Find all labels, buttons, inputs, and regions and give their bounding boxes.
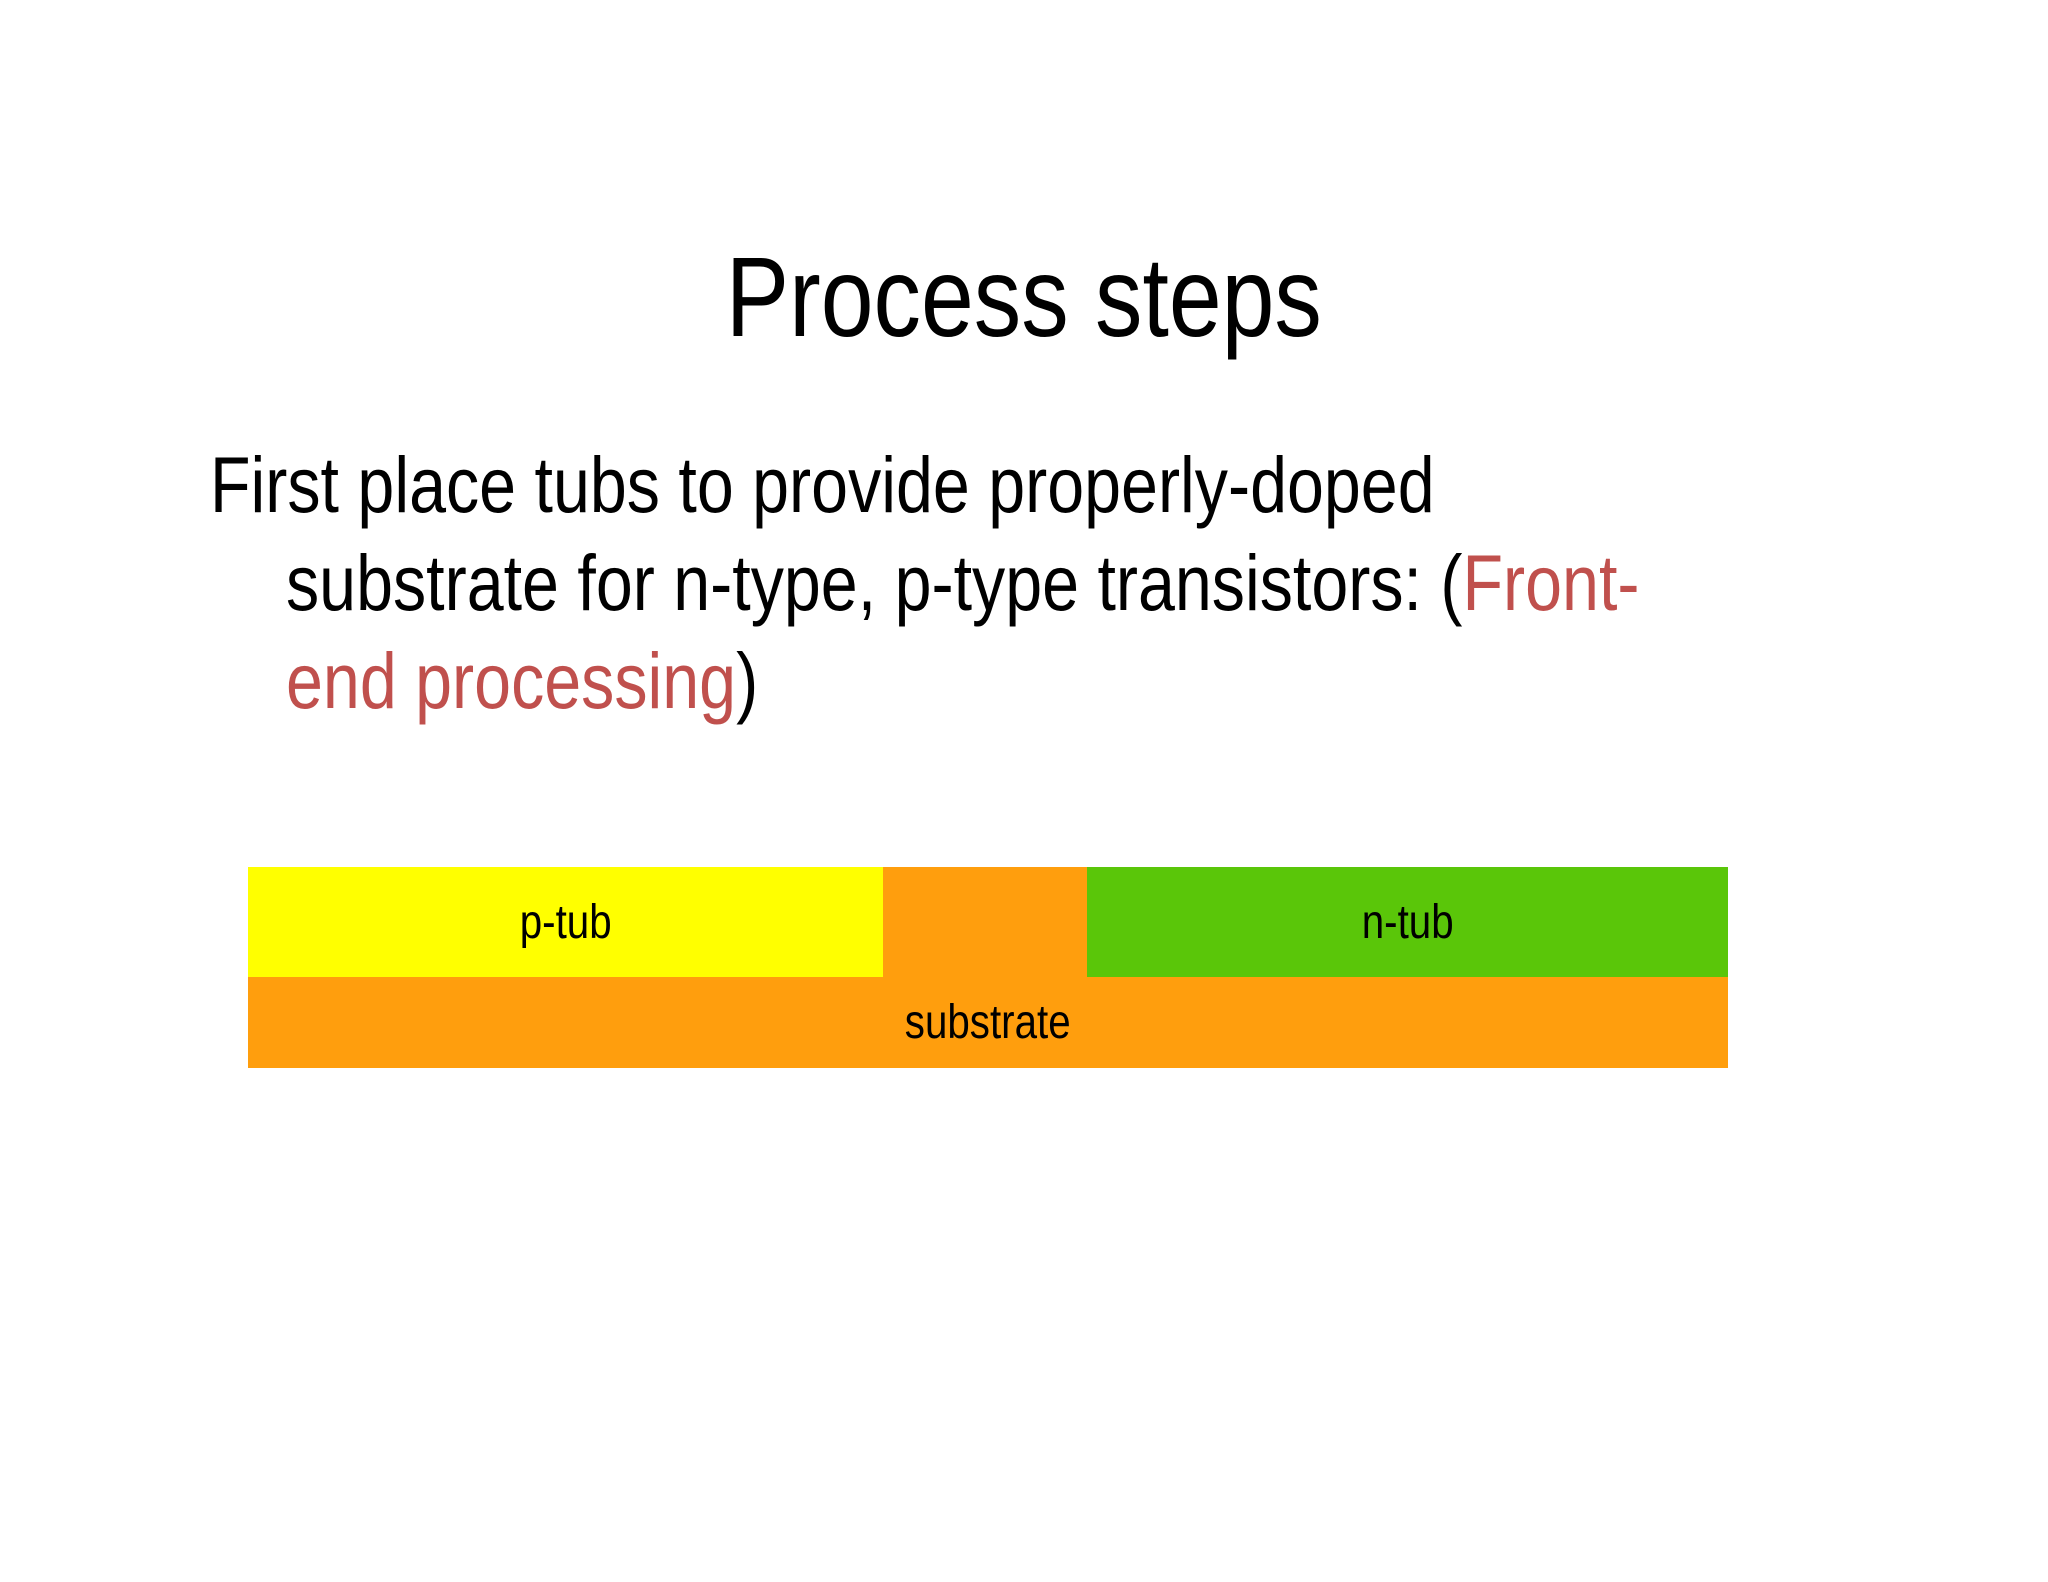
cmos-tub-diagram: p-tub n-tub substrate: [248, 867, 1728, 1068]
body-line-2-black-text: substrate for n-type, p-type transistors…: [286, 538, 1463, 627]
slide-title-text: Process steps: [725, 234, 1323, 360]
p-tub-label: p-tub: [519, 895, 612, 949]
body-line-3-red-text: end processing: [286, 636, 737, 725]
body-line-3-black-text: ): [736, 636, 759, 725]
n-tub-rect: n-tub: [1087, 867, 1728, 977]
body-line-3: end processing): [286, 632, 1897, 730]
tub-row: p-tub n-tub: [248, 867, 1728, 977]
body-line-1: First place tubs to provide properly-dop…: [210, 436, 1897, 534]
body-line-1-text: First place tubs to provide properly-dop…: [210, 440, 1435, 529]
p-tub-rect: p-tub: [248, 867, 883, 977]
body-line-2-red-text: Front-: [1462, 538, 1640, 627]
substrate-gap-rect: [883, 867, 1087, 977]
substrate-rect: substrate: [248, 977, 1728, 1068]
n-tub-label: n-tub: [1361, 895, 1454, 949]
substrate-label: substrate: [905, 996, 1071, 1049]
body-paragraph: First place tubs to provide properly-dop…: [210, 436, 1897, 730]
body-line-2: substrate for n-type, p-type transistors…: [286, 534, 1897, 632]
slide-title: Process steps: [0, 238, 2048, 357]
